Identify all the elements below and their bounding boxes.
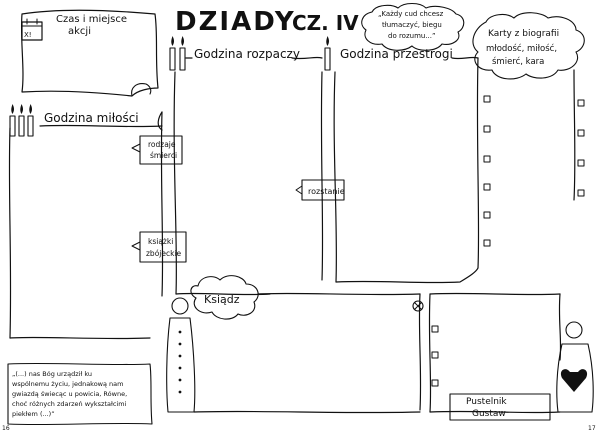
time-place-label-1: Czas i miejsce (56, 14, 127, 25)
tag-parting: rozstanie (295, 179, 345, 201)
title-block: DZIADY CZ. IV (175, 7, 359, 37)
hermit-box: Pustelnik Gustaw (449, 393, 551, 421)
priest-figure-icon (166, 297, 196, 413)
candles-love-icon (9, 104, 34, 137)
page-number-left: 16 (2, 425, 10, 432)
tag-books: książki zbójeckie (131, 231, 187, 263)
tag-books-line-2: zbójeckie (146, 249, 182, 258)
priest-checkbox-strip (412, 300, 439, 387)
bio-cards-line-3: śmierć, kara (492, 56, 544, 67)
calendar-icon: X! (21, 18, 43, 41)
time-place-label-2: akcji (68, 26, 91, 37)
quote-line-2: wspólnemu życiu, jednakową nam (12, 380, 123, 388)
hermit-line-1: Pustelnik (466, 397, 507, 407)
page-number-right: 17 (588, 425, 596, 432)
candles-despair-icon (169, 36, 186, 71)
hint-line-3: do rozumu...” (388, 32, 436, 40)
page-title: DZIADY (175, 7, 296, 37)
hint-line-1: „Każdy cud chcesz (378, 10, 444, 18)
panels (8, 56, 576, 414)
quote-line-1: „(...) nas Bóg urządził ku (12, 370, 92, 378)
bio-cards-cloud: Karty z biografii młodość, miłość, śmier… (472, 12, 585, 80)
tag-books-line-1: książki (148, 237, 173, 246)
hermit-figure-icon (556, 321, 594, 413)
bio-cards-title: Karty z biografii (488, 29, 559, 39)
hint-line-2: tłumaczyć, biegu (382, 21, 442, 29)
page-subtitle: CZ. IV (292, 11, 359, 35)
quote-line-5: piekłem (...)” (12, 410, 55, 418)
priest-cloud: Ksiądz (190, 275, 259, 320)
candles-warning-icon (324, 36, 331, 71)
priest-label: Ksiądz (204, 293, 240, 306)
hour-love-label: Godzina miłości (44, 111, 139, 125)
tag-deaths-line-2: śmierci (150, 151, 177, 160)
hint-cloud: „Każdy cud chcesz tłumaczyć, biegu do ro… (361, 2, 465, 51)
tag-deaths-line-1: rodzaje (148, 140, 176, 149)
quote-box: „(...) nas Bóg urządził ku wspólnemu życ… (7, 362, 153, 426)
quote-line-3: gwiazdą świecąc u powicia, Równe, (12, 390, 127, 398)
calendar-mark: X! (24, 31, 32, 39)
tag-parting-label: rozstanie (308, 187, 345, 196)
hour-despair-label: Godzina rozpaczy (194, 47, 300, 61)
bio-cards-line-2: młodość, miłość, (486, 43, 557, 54)
tag-deaths: rodzaje śmierci (131, 135, 183, 165)
bio-checkbox-strip (577, 99, 585, 197)
warning-checkbox-strip (483, 95, 491, 247)
hermit-line-2: Gustaw (472, 409, 506, 419)
quote-line-4: choć różnych zdarzeń wykształcimi (12, 400, 127, 408)
hour-warning-label: Godzina przestrogi (340, 47, 453, 61)
time-place-scroll: X! Czas i miejsce akcji (20, 9, 159, 97)
